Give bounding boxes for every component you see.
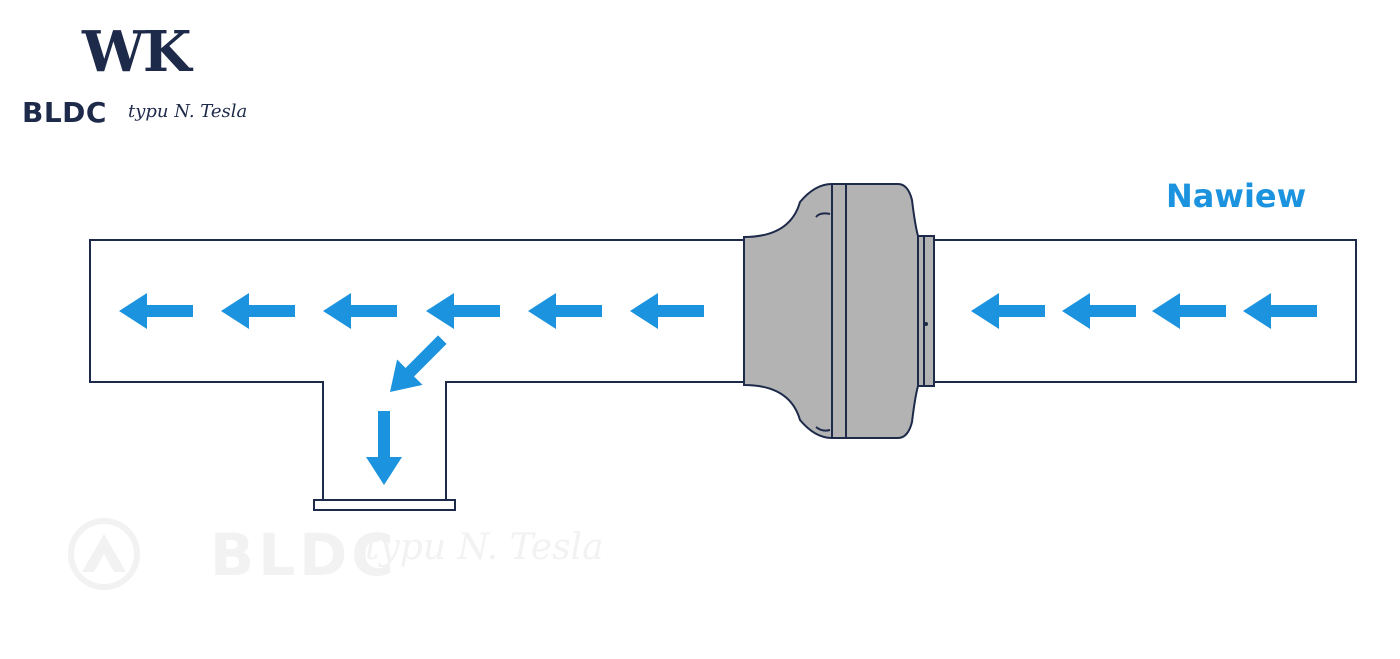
duct-right: [934, 239, 1357, 383]
watermark-tagline: typu N. Tesla: [365, 527, 604, 568]
brand-logo: WK BLDC typu N. Tesla: [0, 0, 290, 150]
logo-product: BLDC: [22, 96, 107, 129]
branch-outlet-flange: [313, 499, 456, 511]
watermark-product: BLDC: [210, 521, 398, 589]
airflow-label: Nawiew: [1166, 177, 1307, 215]
flow-arrow-icon: [390, 335, 447, 392]
flow-arrow-icon: [366, 411, 402, 485]
logo-mark: WK: [82, 19, 192, 85]
fan-icon: [743, 182, 935, 440]
watermark: BLDC typu N. Tesla: [60, 512, 660, 592]
watermark-logo-icon: [68, 518, 140, 590]
logo-tagline: typu N. Tesla: [128, 101, 248, 122]
